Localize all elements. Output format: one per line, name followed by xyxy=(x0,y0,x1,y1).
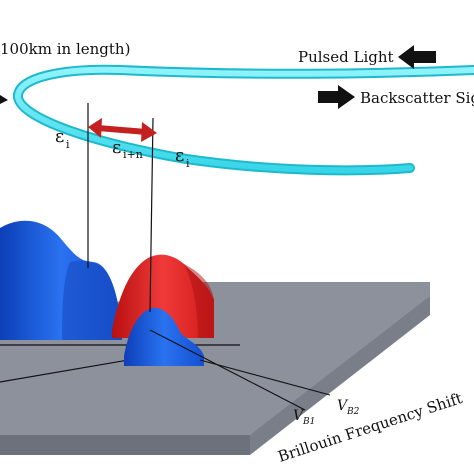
red-peak-shade xyxy=(184,264,214,338)
strain-span-arrow-left-head xyxy=(88,118,102,138)
pulsed-light-arrow-icon xyxy=(398,45,436,69)
strain-right-label: ε xyxy=(175,145,184,166)
vb2-sub: B2 xyxy=(346,407,360,417)
vb2-label: V xyxy=(337,398,349,414)
strain-span-arrow xyxy=(97,125,147,135)
vb1-leader-line xyxy=(149,329,306,411)
strain-mid-sub: i+n xyxy=(123,148,143,161)
strain-span-arrow-right-head xyxy=(141,122,157,142)
strain-left-sub: i xyxy=(66,138,70,151)
vb2-leader-line xyxy=(199,359,331,396)
vb1-label: V xyxy=(293,408,305,424)
reference-line-2 xyxy=(149,117,154,313)
left-arrow-icon xyxy=(0,95,8,104)
backscatter-arrow-icon xyxy=(318,85,355,109)
red-peak xyxy=(112,254,214,338)
pulsed-light-label: Pulsed Light xyxy=(298,48,394,66)
platform-front xyxy=(0,435,250,455)
vb1-sub: B1 xyxy=(302,417,315,427)
strain-right-sub: i xyxy=(186,157,190,170)
blue-peak-large-shade xyxy=(62,260,122,340)
optical-fiber xyxy=(13,64,474,176)
optical-fiber-highlight xyxy=(15,66,474,174)
platform-right-face xyxy=(250,296,430,455)
fiber-length-label: 100km in length) xyxy=(0,40,130,58)
strain-mid-label: ε xyxy=(112,137,121,158)
strain-left-label: ε xyxy=(55,126,64,147)
backscatter-label: Backscatter Sign xyxy=(360,89,474,107)
